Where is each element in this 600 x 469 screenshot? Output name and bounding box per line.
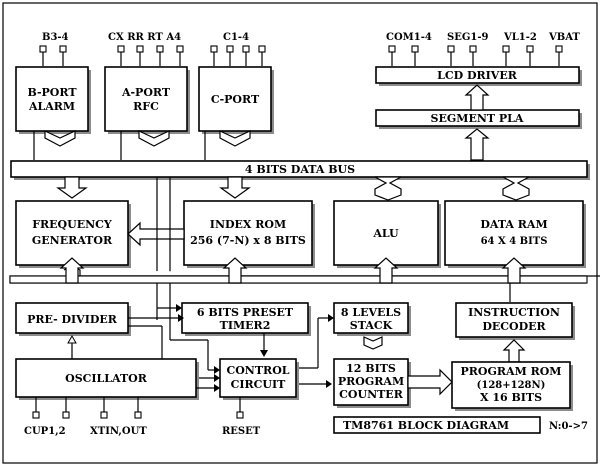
- data-bus-block: 4 BITS DATA BUS: [10, 160, 590, 180]
- lcd-driver-block: LCD DRIVER: [375, 66, 582, 86]
- b-port-block: B-PORT ALARM: [15, 66, 91, 134]
- ram-bus-link: [502, 176, 530, 201]
- a-port-label-2: RFC: [133, 100, 159, 113]
- outer-frame: [2, 2, 598, 464]
- pin-label-vl: VL1-2: [503, 32, 537, 43]
- b-port-label-1: B-PORT: [27, 86, 77, 99]
- segment-pla-block: SEGMENT PLA: [375, 109, 582, 129]
- pc-label-3: COUNTER: [339, 388, 404, 401]
- pin-label-a: CX RR RT A4: [108, 32, 181, 43]
- instr-decoder-label-1: INSTRUCTION: [468, 306, 560, 319]
- instruction-decoder-block: INSTRUCTION DECODER: [455, 302, 575, 340]
- pins-lcd: COM1-4 SEG1-9 VL1-2 VBAT: [386, 32, 580, 66]
- alu-bus-link: [374, 176, 402, 201]
- pre-divider-label: PRE- DIVIDER: [27, 313, 118, 326]
- pin-label-cup: CUP1,2: [24, 426, 66, 437]
- pc-label-1: 12 BITS: [346, 362, 396, 375]
- pins-b-port: B3-4: [39, 32, 69, 66]
- stack-label-1: 8 LEVELS: [341, 306, 401, 319]
- pin-label-seg: SEG1-9: [447, 32, 488, 43]
- index-rom-block: INDEX ROM 256 (7-N) x 8 BITS: [183, 200, 315, 268]
- caption: TM8761 BLOCK DIAGRAM: [343, 419, 509, 432]
- pre-divider-block: PRE- DIVIDER: [15, 302, 131, 336]
- a-port-bus-link: [138, 130, 170, 147]
- a-port-label-1: A-PORT: [121, 86, 171, 99]
- alu-block: ALU: [333, 200, 441, 268]
- caption-box: TM8761 BLOCK DIAGRAM N:0->7: [333, 416, 588, 434]
- prog-rom-label-1: PROGRAM ROM: [461, 365, 562, 378]
- data-ram-label-1: DATA RAM: [480, 218, 547, 231]
- control-label-2: CIRCUIT: [231, 378, 287, 391]
- data-ram-label-2: 64 X 4 BITS: [481, 236, 548, 247]
- oscillator-label: OSCILLATOR: [65, 372, 148, 385]
- pc-label-2: PROGRAM: [338, 375, 404, 388]
- prog-rom-label-2: (128+128N): [477, 380, 546, 391]
- pin-label-xtin: XTIN,OUT: [90, 426, 147, 437]
- c-port-block: C-PORT: [198, 66, 274, 134]
- control-label-1: CONTROL: [226, 364, 289, 377]
- stack-block: 8 LEVELS STACK: [333, 302, 411, 336]
- preset-timer-block: 6 BITS PRESET TIMER2: [181, 302, 311, 336]
- stack-label-2: STACK: [350, 319, 393, 332]
- pins-c-port: C1-4: [210, 32, 266, 66]
- prog-rom-label-3: X 16 BITS: [480, 391, 542, 404]
- pin-label-com: COM1-4: [386, 32, 432, 43]
- c-port-bus-link: [219, 130, 251, 147]
- pin-label-reset: RESET: [222, 426, 261, 437]
- index-rom-label-1: INDEX ROM: [210, 218, 286, 231]
- preset-timer-label-1: 6 BITS PRESET: [197, 306, 294, 319]
- freq-gen-label-1: FREQUENCY: [32, 218, 112, 231]
- data-bus-label: 4 BITS DATA BUS: [245, 163, 355, 176]
- instr-decoder-label-2: DECODER: [482, 320, 546, 333]
- preset-timer-label-2: TIMER2: [220, 319, 271, 332]
- freq-gen-label-2: GENERATOR: [32, 234, 113, 247]
- lcd-driver-label: LCD DRIVER: [437, 69, 518, 82]
- b-port-label-2: ALARM: [28, 100, 75, 113]
- segment-pla-label: SEGMENT PLA: [431, 112, 524, 125]
- control-circuit-block: CONTROL CIRCUIT: [219, 358, 299, 400]
- pin-label-b: B3-4: [42, 32, 69, 43]
- program-counter-block: 12 BITS PROGRAM COUNTER: [333, 358, 411, 408]
- program-rom-block: PROGRAM ROM (128+128N) X 16 BITS: [451, 361, 573, 411]
- alu-label: ALU: [372, 227, 399, 240]
- pin-label-vbat: VBAT: [548, 32, 580, 43]
- pins-a-port: CX RR RT A4: [108, 32, 184, 66]
- oscillator-block: OSCILLATOR: [15, 358, 199, 400]
- stack-pc-link: [363, 336, 383, 350]
- c-port-label: C-PORT: [211, 93, 260, 106]
- a-port-block: A-PORT RFC: [104, 66, 190, 134]
- b-port-bus-link: [44, 130, 76, 147]
- pin-label-c: C1-4: [223, 32, 249, 43]
- frequency-generator-block: FREQUENCY GENERATOR: [15, 200, 131, 268]
- note: N:0->7: [549, 421, 588, 432]
- data-ram-block: DATA RAM 64 X 4 BITS: [444, 200, 586, 268]
- index-rom-label-2: 256 (7-N) x 8 BITS: [190, 234, 306, 247]
- bottom-pins: CUP1,2 XTIN,OUT RESET: [24, 397, 261, 437]
